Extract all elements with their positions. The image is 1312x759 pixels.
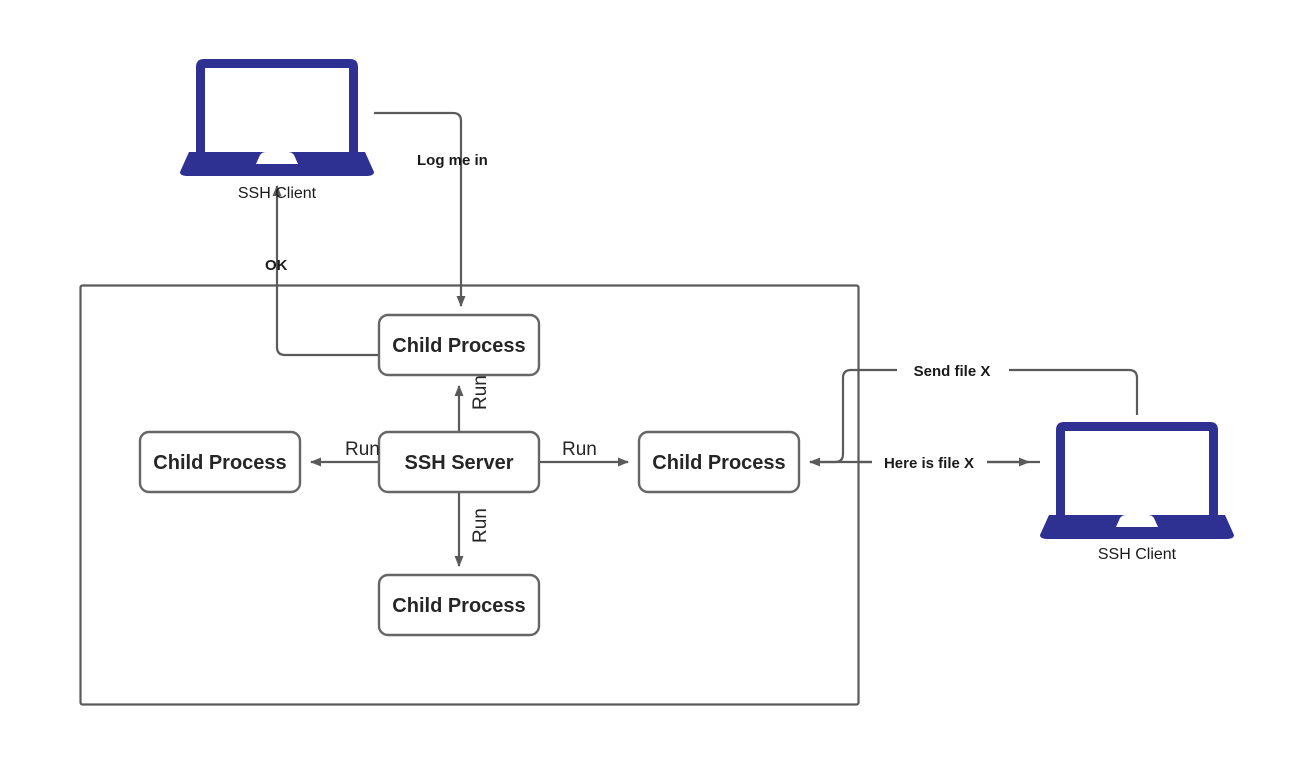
device-ssh-client-left[interactable]: SSH Client bbox=[180, 59, 374, 202]
node-ssh-server[interactable]: SSH Server bbox=[377, 430, 541, 494]
node-child-process-bottom[interactable]: Child Process bbox=[377, 573, 541, 637]
node-box bbox=[637, 430, 801, 494]
edge-label-send-file-x: Send file X bbox=[897, 360, 1009, 380]
edge-label-text: Run bbox=[562, 439, 597, 460]
edge-label-log-me-in: Log me in bbox=[417, 152, 488, 169]
node-child-process-top[interactable]: Child Process bbox=[377, 313, 541, 377]
node-child-process-left-label: Child Process bbox=[153, 452, 286, 474]
edge-label-run-right: Run bbox=[562, 439, 597, 460]
node-child-process-left[interactable]: Child Process bbox=[138, 430, 302, 494]
node-ssh-server-label: SSH Server bbox=[405, 452, 514, 474]
edge-label-run-down: Run bbox=[470, 508, 491, 543]
edge-label-run-up: Run bbox=[470, 375, 491, 410]
ssh-server-host-boundary bbox=[79, 284, 860, 706]
edge-label-text: Log me in bbox=[417, 152, 488, 169]
node-box bbox=[377, 430, 541, 494]
edge-log-me-in bbox=[374, 111, 466, 307]
edge-label-text: Run bbox=[470, 375, 491, 410]
device-ssh-client-left-label: SSH Client bbox=[238, 185, 317, 202]
edge-label-ok: OK bbox=[265, 257, 288, 274]
node-box bbox=[377, 573, 541, 637]
edge-label-text: Run bbox=[345, 439, 380, 460]
edge-label-run-left: Run bbox=[345, 439, 380, 460]
laptop-icon bbox=[1040, 422, 1234, 539]
edge-label-text: Here is file X bbox=[884, 455, 974, 472]
edge-label-text: Run bbox=[470, 508, 491, 543]
edge-label-text: Send file X bbox=[914, 363, 991, 380]
device-ssh-client-right[interactable]: SSH Client bbox=[1040, 422, 1234, 563]
device-ssh-client-right-label: SSH Client bbox=[1098, 546, 1177, 563]
laptop-icon bbox=[180, 59, 374, 176]
edge-ok bbox=[272, 185, 379, 357]
edge-label-here-is-file-x: Here is file X bbox=[872, 452, 987, 472]
edge-send-file-x bbox=[810, 368, 1139, 464]
node-box bbox=[138, 430, 302, 494]
label-backdrop bbox=[897, 360, 1009, 380]
label-backdrop bbox=[872, 452, 987, 472]
node-child-process-right-label: Child Process bbox=[652, 452, 785, 474]
node-child-process-right[interactable]: Child Process bbox=[637, 430, 801, 494]
edge-label-text: OK bbox=[265, 257, 288, 274]
node-child-process-top-label: Child Process bbox=[392, 335, 525, 357]
node-child-process-bottom-label: Child Process bbox=[392, 595, 525, 617]
node-box bbox=[377, 313, 541, 377]
